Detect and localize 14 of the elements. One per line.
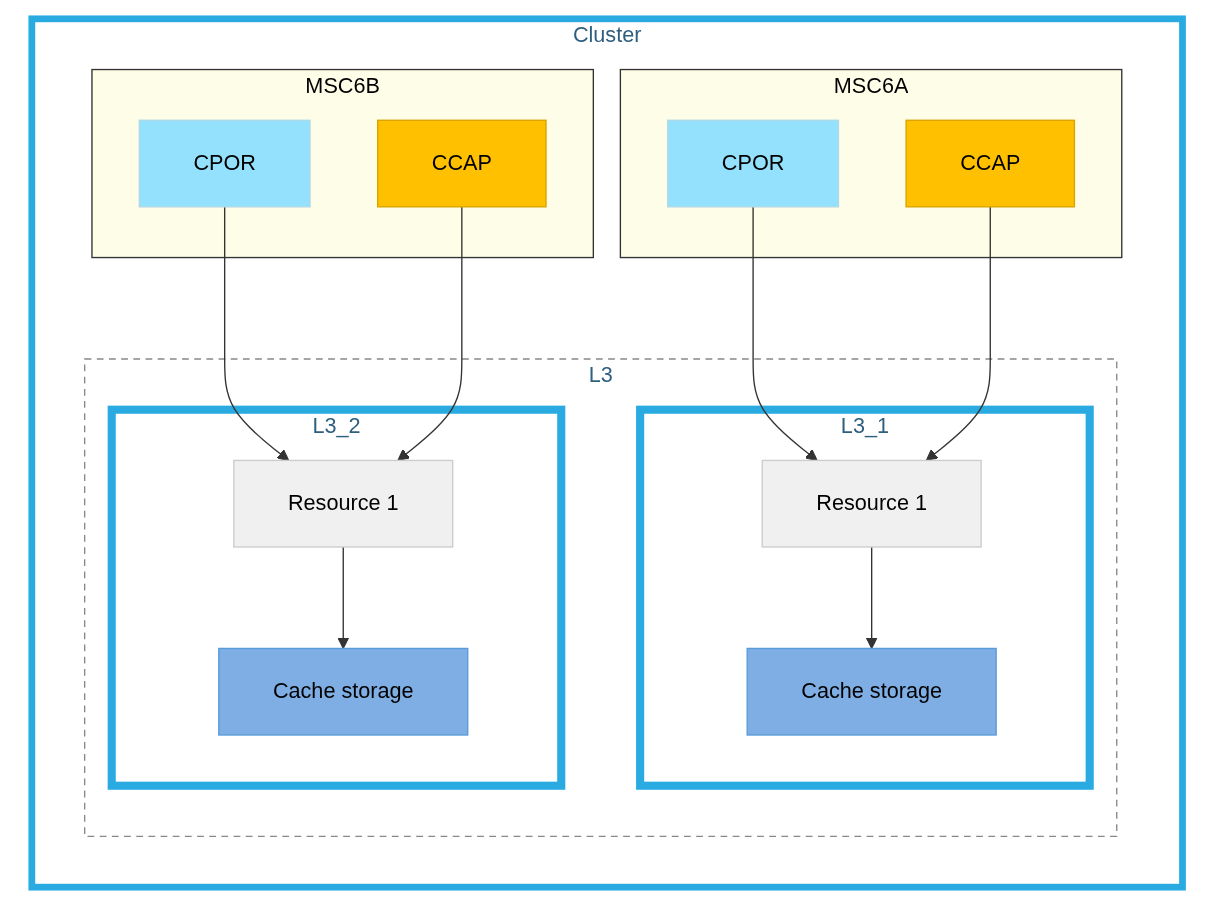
- node-box: Resource 1: [761, 459, 983, 548]
- node-box: CPOR: [138, 119, 312, 208]
- arrow: [866, 546, 878, 649]
- arrow: [752, 206, 818, 461]
- node-box: CCAP: [905, 119, 1076, 208]
- arrow: [224, 206, 290, 461]
- node-box: Cache storage: [218, 647, 469, 736]
- arrow: [337, 546, 350, 649]
- node-box: CPOR: [667, 119, 840, 208]
- node-box: Cache storage: [746, 647, 998, 736]
- arrow: [397, 206, 463, 461]
- node-box: CCAP: [377, 119, 547, 208]
- node-box: Resource 1: [233, 459, 454, 548]
- arrow: [926, 206, 992, 461]
